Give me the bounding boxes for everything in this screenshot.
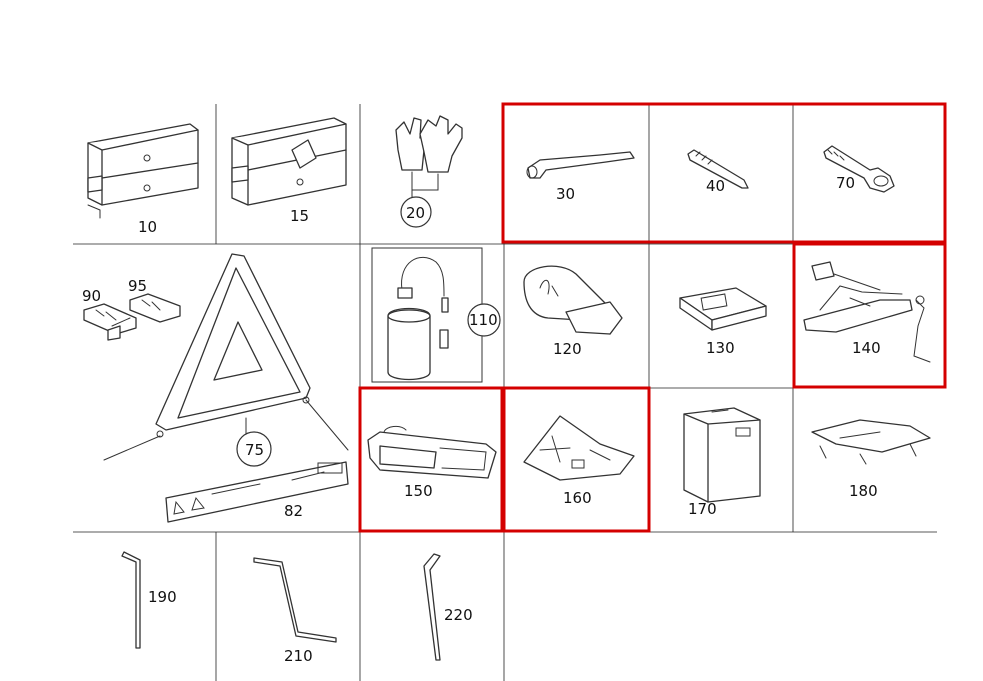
part-number: 120 [553, 340, 582, 358]
part-number: 15 [290, 207, 309, 225]
part-number: 70 [836, 174, 855, 192]
part-75[interactable]: 75 [103, 253, 349, 467]
part-140[interactable]: 140 [803, 261, 931, 363]
part-number: 20 [406, 204, 425, 222]
part-180[interactable]: 180 [811, 419, 931, 500]
part-90[interactable]: 90 [82, 287, 137, 341]
highlight-30-40-70 [501, 102, 947, 244]
part-number: 90 [82, 287, 101, 305]
callout-circle [467, 303, 501, 337]
highlight-160 [502, 386, 651, 533]
fire-extinguisher-icon [523, 265, 623, 335]
part-number: 220 [444, 606, 473, 624]
part-number: 82 [284, 502, 303, 520]
first-aid-kit-with-star-icon [231, 117, 347, 206]
part-130[interactable]: 130 [679, 287, 767, 357]
towing-eye-icon [823, 145, 895, 193]
wheel-wrench-icon [526, 151, 635, 179]
gloves-icon [395, 115, 463, 201]
part-number: 10 [138, 218, 157, 236]
part-220[interactable]: 220 [423, 553, 473, 661]
warning-triangle-icon [103, 253, 349, 461]
part-number: 110 [469, 311, 498, 329]
first-aid-kit-icon [87, 123, 199, 219]
triangle-case-icon [165, 461, 349, 523]
callout-circle [400, 196, 432, 228]
part-170[interactable]: 170 [683, 407, 761, 518]
screwdriver-rod-icon [423, 553, 441, 661]
part-number: 40 [706, 177, 725, 195]
highlight-140 [792, 242, 947, 389]
tire-inflation-compressor-icon [371, 247, 483, 383]
part-30[interactable]: 30 [526, 151, 635, 203]
part-number: 210 [284, 647, 313, 665]
part-15[interactable]: 15 [231, 117, 347, 225]
part-190[interactable]: 190 [121, 551, 177, 649]
part-150[interactable]: 150 [367, 425, 497, 500]
part-82[interactable]: 82 [165, 461, 349, 523]
part-70[interactable]: 70 [823, 145, 895, 193]
part-number: 160 [563, 489, 592, 507]
bracket-clip-icon [129, 293, 181, 323]
part-number: 140 [852, 339, 881, 357]
part-110[interactable]: 110 [371, 247, 501, 383]
callout-circle [236, 431, 272, 467]
part-10[interactable]: 10 [87, 123, 199, 236]
alignment-bolt-icon [687, 149, 749, 189]
car-jack-icon [803, 261, 931, 363]
part-number: 150 [404, 482, 433, 500]
part-number: 130 [706, 339, 735, 357]
part-160[interactable]: 160 [523, 415, 635, 507]
wheel-chock-icon [523, 415, 635, 481]
storage-box-icon [683, 407, 761, 503]
tool-tray-icon [367, 425, 497, 479]
part-210[interactable]: 210 [253, 557, 337, 665]
hex-key-icon [121, 551, 141, 649]
crank-handle-icon [253, 557, 337, 643]
bracket-clip-icon [83, 303, 137, 341]
part-number: 30 [556, 185, 575, 203]
part-number: 75 [245, 441, 264, 459]
jack-bracket-icon [811, 419, 931, 465]
tool-pouch-icon [679, 287, 767, 331]
part-95[interactable]: 95 [128, 277, 181, 323]
part-120[interactable]: 120 [523, 265, 623, 358]
part-number: 95 [128, 277, 147, 295]
highlight-150 [358, 386, 504, 533]
part-number: 170 [688, 500, 717, 518]
part-20[interactable]: 20 [395, 115, 463, 228]
highlight-frames [358, 102, 947, 533]
part-40[interactable]: 40 [687, 149, 749, 195]
part-number: 190 [148, 588, 177, 606]
part-number: 180 [849, 482, 878, 500]
